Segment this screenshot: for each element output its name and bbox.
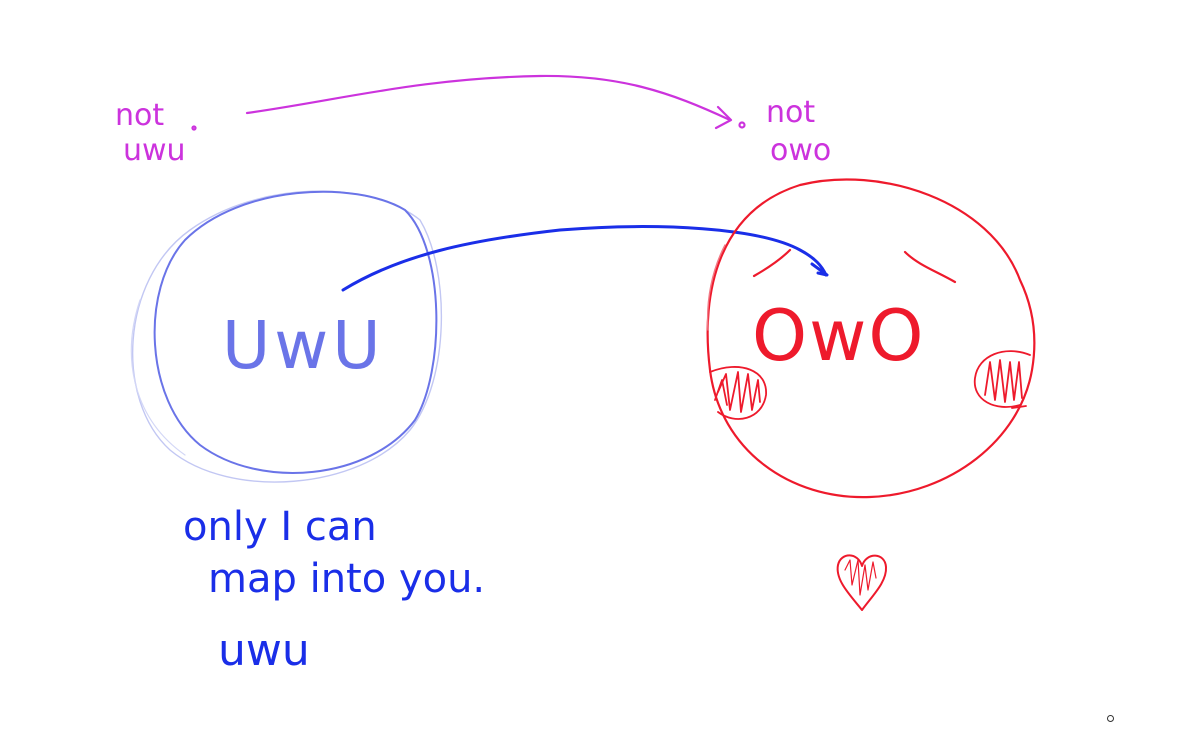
middle-mapping-arrow [341, 225, 829, 292]
owo-face: OwO [706, 178, 1036, 499]
owo-outline-extra [706, 244, 726, 331]
uwu-face-text: UwU [222, 307, 385, 384]
middle-arrow-head [810, 262, 829, 277]
owo-left-blush [709, 366, 767, 420]
owo-right-brow [903, 250, 957, 284]
not-uwu-label: not uwu [115, 98, 186, 168]
not-uwu-line-1: not [115, 98, 164, 133]
owo-right-blush [974, 350, 1031, 409]
owo-face-text: OwO [752, 295, 925, 377]
uwu-label-dot [191, 125, 197, 131]
not-owo-line-2: owo [770, 133, 831, 168]
uwu-face: UwU [130, 190, 443, 483]
caption-line-1: only I can [183, 504, 377, 550]
not-owo-line-1: not [766, 95, 815, 130]
heart-scribble [844, 559, 877, 596]
top-mapping-arrow [191, 74, 746, 131]
middle-arrow-shaft [341, 225, 828, 292]
caption-line-2: map into you. [208, 556, 485, 602]
caption-line-3: uwu [218, 625, 310, 676]
not-owo-label: not owo [766, 95, 831, 168]
top-arrow-dot [738, 121, 746, 129]
top-arrow-head [714, 105, 733, 130]
owo-outline [706, 178, 1036, 499]
uwu-outline-faint [132, 190, 443, 483]
owo-left-brow [752, 248, 792, 278]
not-uwu-line-2: uwu [123, 133, 186, 168]
cursor-dot-icon [1107, 715, 1114, 722]
heart-outline [836, 554, 888, 611]
caption: only I can map into you. uwu [183, 504, 485, 676]
top-arrow-shaft [245, 74, 732, 122]
uwu-outline [153, 190, 438, 474]
uwu-outline-faint-2 [130, 299, 186, 456]
heart-icon [836, 554, 888, 611]
